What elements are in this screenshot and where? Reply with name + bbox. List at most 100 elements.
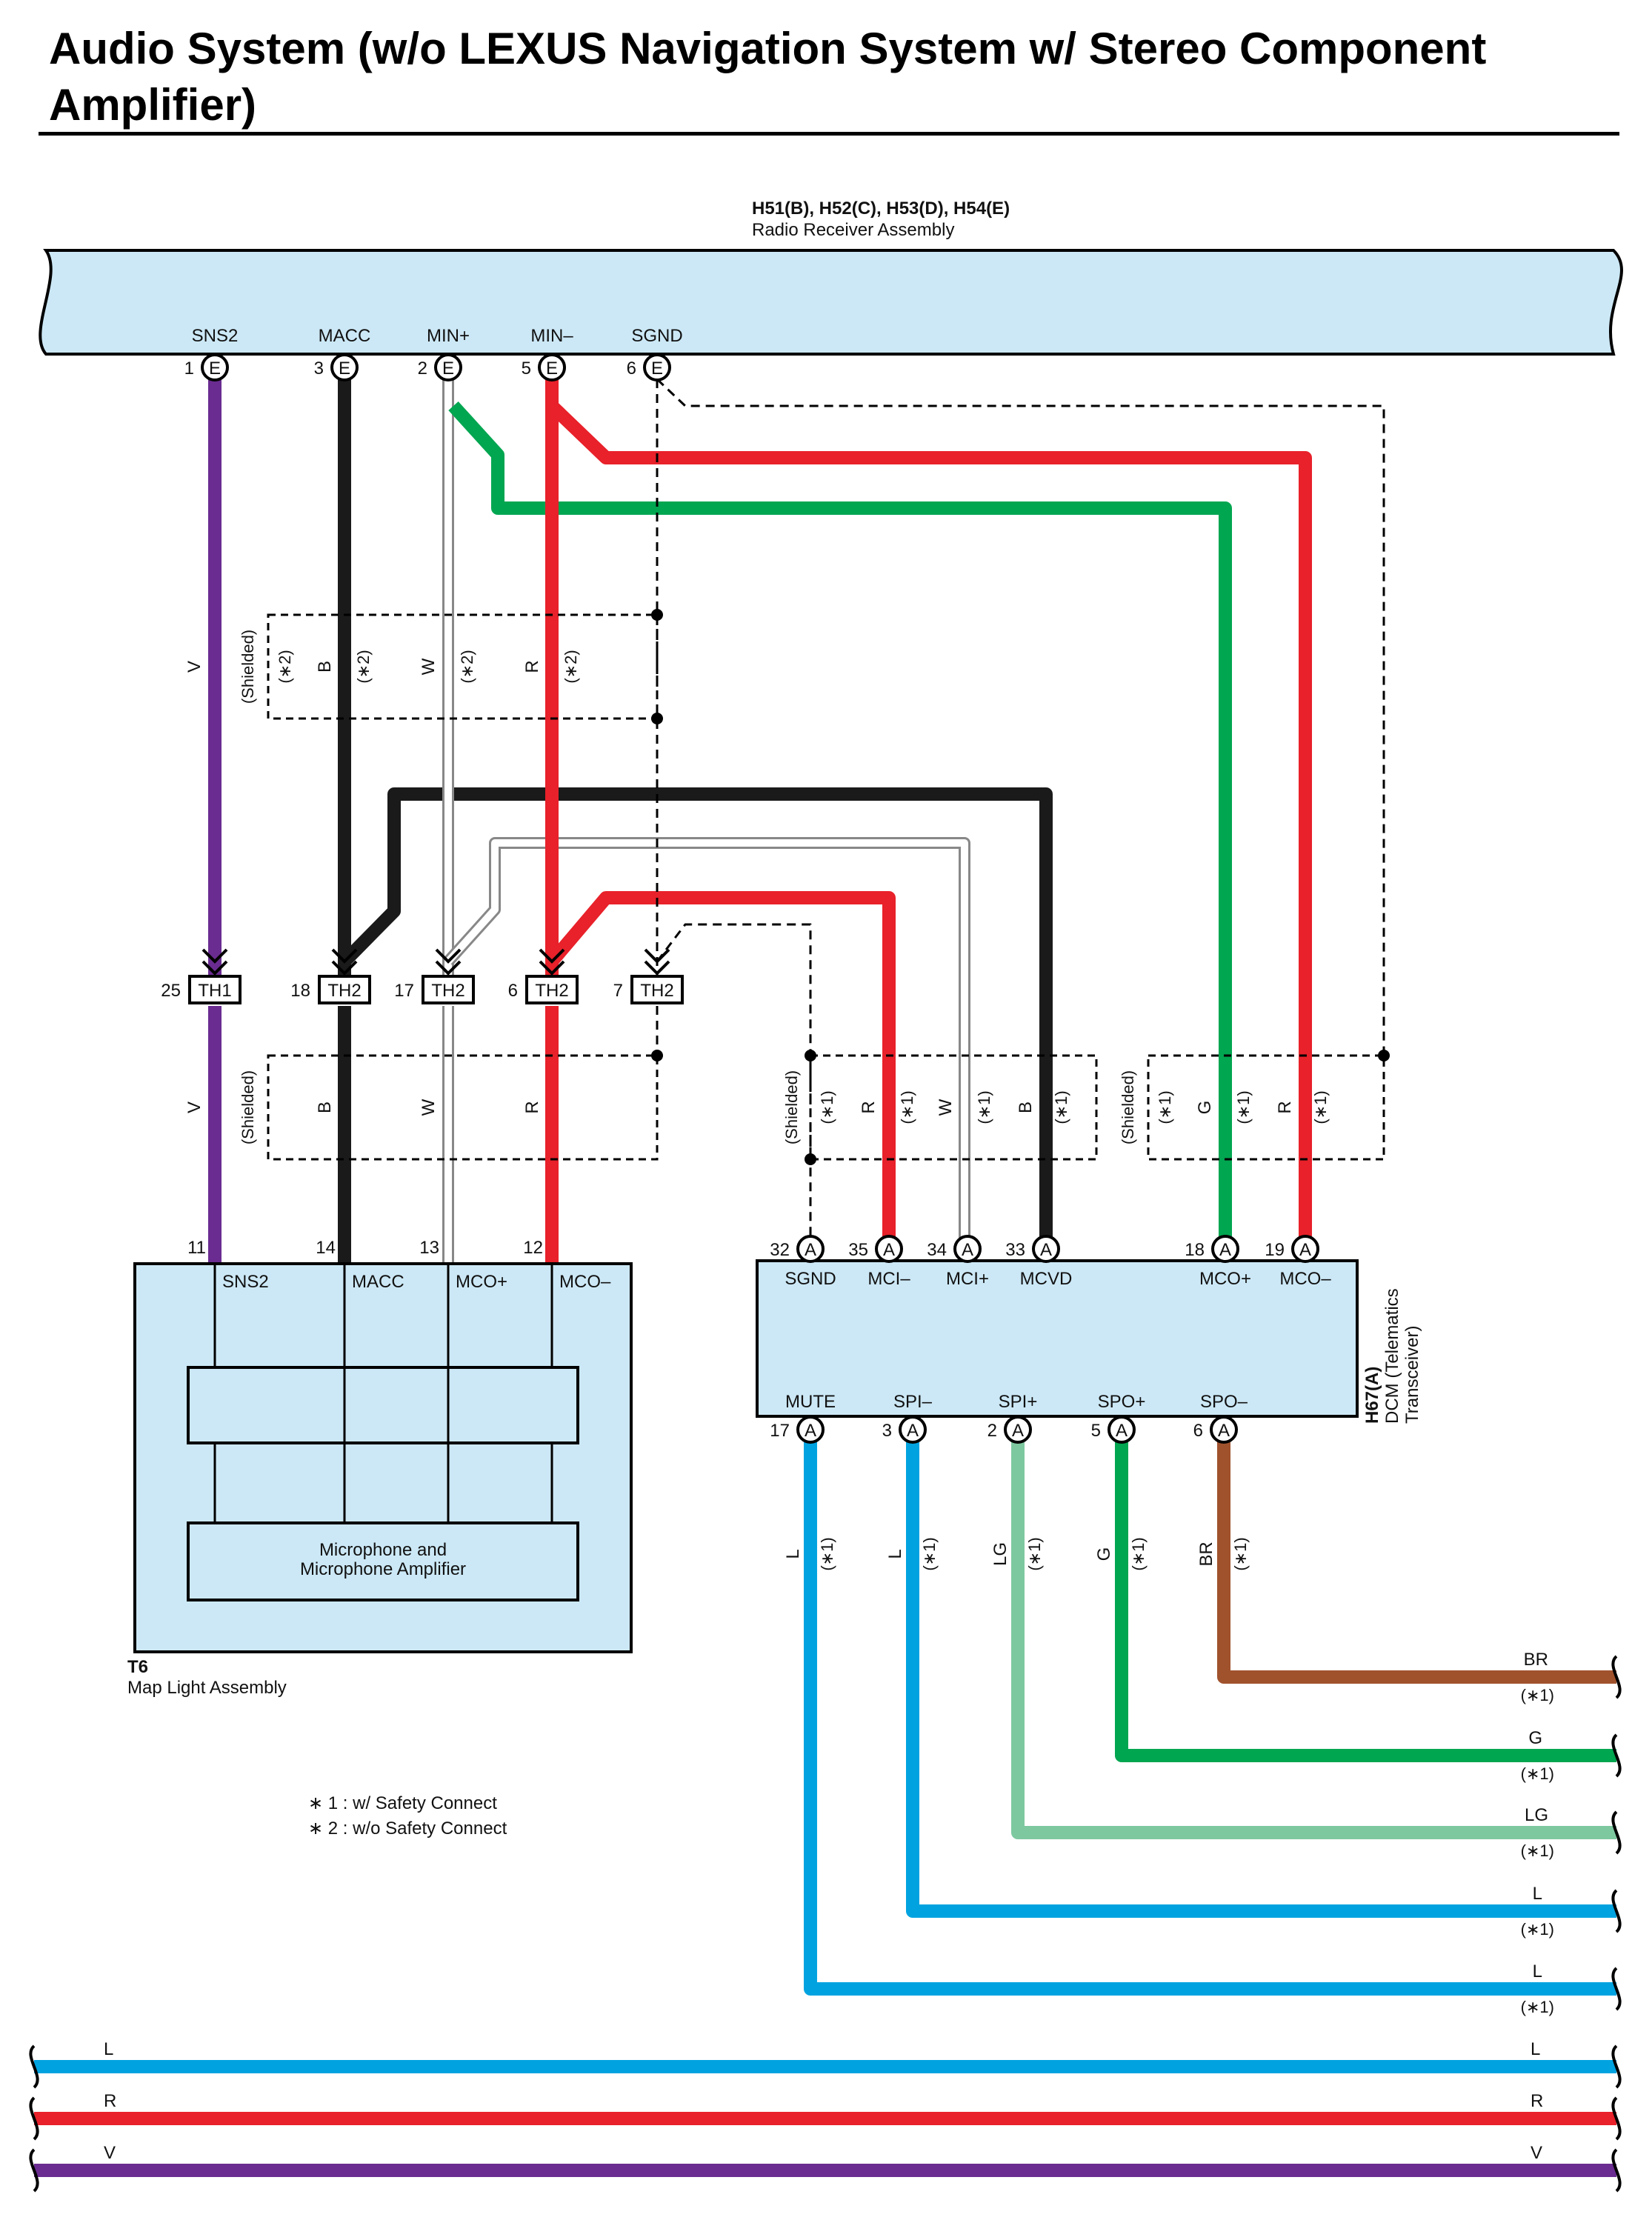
svg-text:(∗1): (∗1)	[1521, 1998, 1554, 2016]
svg-text:MCI+: MCI+	[946, 1269, 989, 1289]
svg-text:R: R	[104, 2091, 116, 2111]
radio-body	[39, 249, 1623, 356]
wire-br-spo-minus	[1217, 1431, 1616, 1684]
svg-text:BR: BR	[1524, 1650, 1548, 1670]
pin-number: 13	[419, 1238, 439, 1258]
pin-number: 3	[314, 359, 324, 379]
pin-number: 6	[627, 359, 636, 379]
svg-text:LG: LG	[1525, 1805, 1548, 1825]
wire-label: R	[859, 1101, 879, 1113]
pin-number: 18	[290, 981, 310, 1001]
map-light-assembly: Microphone and Microphone Amplifier SNS2…	[127, 1238, 633, 1698]
svg-text:MUTE: MUTE	[785, 1392, 836, 1412]
svg-text:(∗1): (∗1)	[1521, 1686, 1554, 1704]
shield-label: (Shielded)	[239, 1070, 257, 1144]
svg-text:SPO–: SPO–	[1200, 1392, 1248, 1412]
svg-text:3: 3	[882, 1421, 892, 1441]
svg-text:E: E	[546, 359, 558, 379]
radio-name: Radio Receiver Assembly	[752, 220, 954, 240]
svg-text:(∗1): (∗1)	[1025, 1537, 1044, 1570]
dcm-telematics: SGND MCI– MCI+ MCVD MCO+ MCO– MUTE SPI– …	[756, 1235, 1422, 1444]
svg-text:MCI–: MCI–	[867, 1269, 910, 1289]
microphone-label-line2: Microphone Amplifier	[300, 1559, 466, 1579]
svg-text:A: A	[907, 1421, 919, 1441]
wire-label: B	[315, 1101, 335, 1113]
wire-label: W	[419, 1099, 439, 1116]
wire-b-dcm	[339, 787, 1053, 1249]
dcm-name-line2: Transceiver)	[1402, 1326, 1422, 1424]
microphone-label-line1: Microphone and	[319, 1540, 447, 1560]
radio-connector-pins: E 1 E 3 E 2 E 5 E 6	[184, 353, 671, 381]
pin-number: 11	[187, 1238, 206, 1258]
svg-text:35: 35	[848, 1240, 868, 1260]
wire-note: (∗1)	[1311, 1090, 1330, 1124]
maplight-name: Map Light Assembly	[127, 1678, 287, 1698]
shield-label: (Shielded)	[239, 630, 257, 704]
wire-note: (∗2)	[562, 650, 580, 683]
svg-text:(∗1): (∗1)	[1129, 1537, 1148, 1570]
svg-text:2: 2	[987, 1421, 997, 1441]
wire-g-spo-plus	[1115, 1431, 1616, 1762]
wire-label: B	[1016, 1101, 1036, 1113]
svg-text:L: L	[1531, 2039, 1540, 2059]
svg-text:34: 34	[927, 1240, 947, 1260]
title-rule	[39, 132, 1619, 136]
wire-label: V	[184, 661, 204, 673]
svg-text:L: L	[783, 1549, 803, 1559]
wire-lg-spi-plus	[1011, 1431, 1616, 1839]
svg-text:A: A	[805, 1240, 816, 1260]
svg-text:A: A	[1116, 1421, 1128, 1441]
svg-text:TH2: TH2	[535, 981, 568, 1001]
svg-text:TH2: TH2	[431, 981, 464, 1001]
svg-text:E: E	[651, 359, 663, 379]
note-2: ∗ 2 : w/o Safety Connect	[308, 1819, 507, 1839]
radio-codes: H51(B), H52(C), H53(D), H54(E)	[752, 199, 1010, 219]
pin-number: 6	[508, 981, 518, 1001]
maplight-code: T6	[127, 1657, 148, 1677]
radio-pin-label: MIN+	[427, 326, 470, 346]
dcm-bottom-wire-labels: L (∗1) L (∗1) LG (∗1) G (∗1) BR (∗1)	[783, 1537, 1250, 1570]
pin-number: 1	[184, 359, 194, 379]
wire-shield-top	[656, 378, 1385, 1056]
dcm-name-line1: DCM (Telematics	[1382, 1288, 1402, 1424]
svg-text:MCO–: MCO–	[1279, 1269, 1331, 1289]
radio-pin-label: MIN–	[530, 326, 573, 346]
svg-text:5: 5	[1091, 1421, 1101, 1441]
svg-text:L: L	[1533, 1961, 1542, 1981]
wire-l-spi-minus	[906, 1431, 1616, 1918]
dcm-shield-group-2: (Shielded) (∗1) G (∗1) R (∗1)	[1119, 1050, 1390, 1161]
svg-text:17: 17	[770, 1421, 790, 1441]
svg-text:A: A	[805, 1421, 816, 1441]
radio-pin-label: SGND	[631, 326, 682, 346]
svg-text:V: V	[1531, 2143, 1542, 2163]
note-1: ∗ 1 : w/ Safety Connect	[308, 1793, 497, 1813]
maplight-pin-label: MACC	[352, 1272, 404, 1292]
svg-text:(∗1): (∗1)	[1521, 1841, 1554, 1860]
pin-number: 2	[418, 359, 427, 379]
svg-text:A: A	[1218, 1421, 1230, 1441]
svg-text:L: L	[885, 1549, 905, 1559]
junction-connectors: TH1 25 TH2 18 TH2 17 TH2 6 TH2 7	[161, 948, 684, 1004]
svg-text:E: E	[209, 359, 221, 379]
wire-label: R	[522, 660, 542, 673]
svg-text:33: 33	[1005, 1240, 1025, 1260]
pin-number: 12	[523, 1238, 543, 1258]
pin-number: 5	[522, 359, 531, 379]
upper-shield-group: (Shielded) V (∗2) B (∗2) W (∗2) R (∗2)	[184, 609, 663, 724]
pin-number: 14	[316, 1238, 336, 1258]
wire-note: (∗1)	[975, 1090, 993, 1124]
footnotes: ∗ 1 : w/ Safety Connect ∗ 2 : w/o Safety…	[308, 1793, 507, 1839]
maplight-pin-label: MCO–	[559, 1272, 611, 1292]
svg-text:A: A	[1040, 1240, 1052, 1260]
svg-text:MCVD: MCVD	[1020, 1269, 1073, 1289]
svg-text:6: 6	[1193, 1421, 1203, 1441]
shield-label: (Shielded)	[782, 1070, 801, 1144]
break-marks	[29, 1655, 1622, 2193]
wire-label: W	[936, 1099, 956, 1116]
svg-text:18: 18	[1185, 1240, 1205, 1260]
svg-text:R: R	[1531, 2091, 1543, 2111]
wire-note: (∗1)	[818, 1090, 836, 1124]
svg-text:19: 19	[1265, 1240, 1285, 1260]
wires	[34, 378, 1616, 2177]
